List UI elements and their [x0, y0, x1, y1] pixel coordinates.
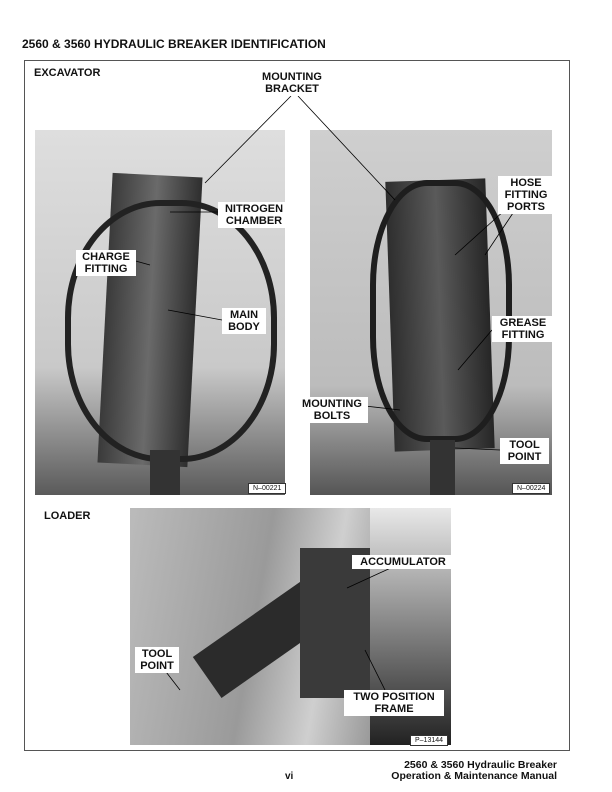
photo-code: N–00224 [512, 483, 551, 494]
photo-code: P–13144 [410, 735, 449, 746]
label-grease-fitting: GREASE FITTING [492, 316, 554, 342]
label-mounting-bracket: MOUNTING BRACKET [255, 70, 329, 96]
section-excavator: EXCAVATOR [34, 67, 101, 79]
page-title: 2560 & 3560 HYDRAULIC BREAKER IDENTIFICA… [22, 37, 326, 51]
footer-title: 2560 & 3560 Hydraulic Breaker Operation … [391, 760, 557, 782]
footer-line-1: 2560 & 3560 Hydraulic Breaker [404, 759, 557, 771]
page-number: vi [285, 771, 294, 782]
label-tool-point-loader: TOOL POINT [135, 647, 179, 673]
label-mounting-bolts: MOUNTING BOLTS [296, 397, 368, 423]
label-tool-point: TOOL POINT [500, 438, 549, 464]
label-charge-fitting: CHARGE FITTING [76, 250, 136, 276]
label-hose-fitting-ports: HOSE FITTING PORTS [498, 176, 554, 214]
label-main-body: MAIN BODY [222, 308, 266, 334]
label-accumulator: ACCUMULATOR [352, 555, 454, 569]
figure-frame [24, 60, 570, 751]
label-nitrogen-chamber: NITROGEN CHAMBER [218, 202, 290, 228]
label-two-position-frame: TWO POSITION FRAME [344, 690, 444, 716]
photo-code: N–00221 [248, 483, 287, 494]
section-loader: LOADER [44, 510, 91, 522]
footer-line-2: Operation & Maintenance Manual [391, 770, 557, 782]
